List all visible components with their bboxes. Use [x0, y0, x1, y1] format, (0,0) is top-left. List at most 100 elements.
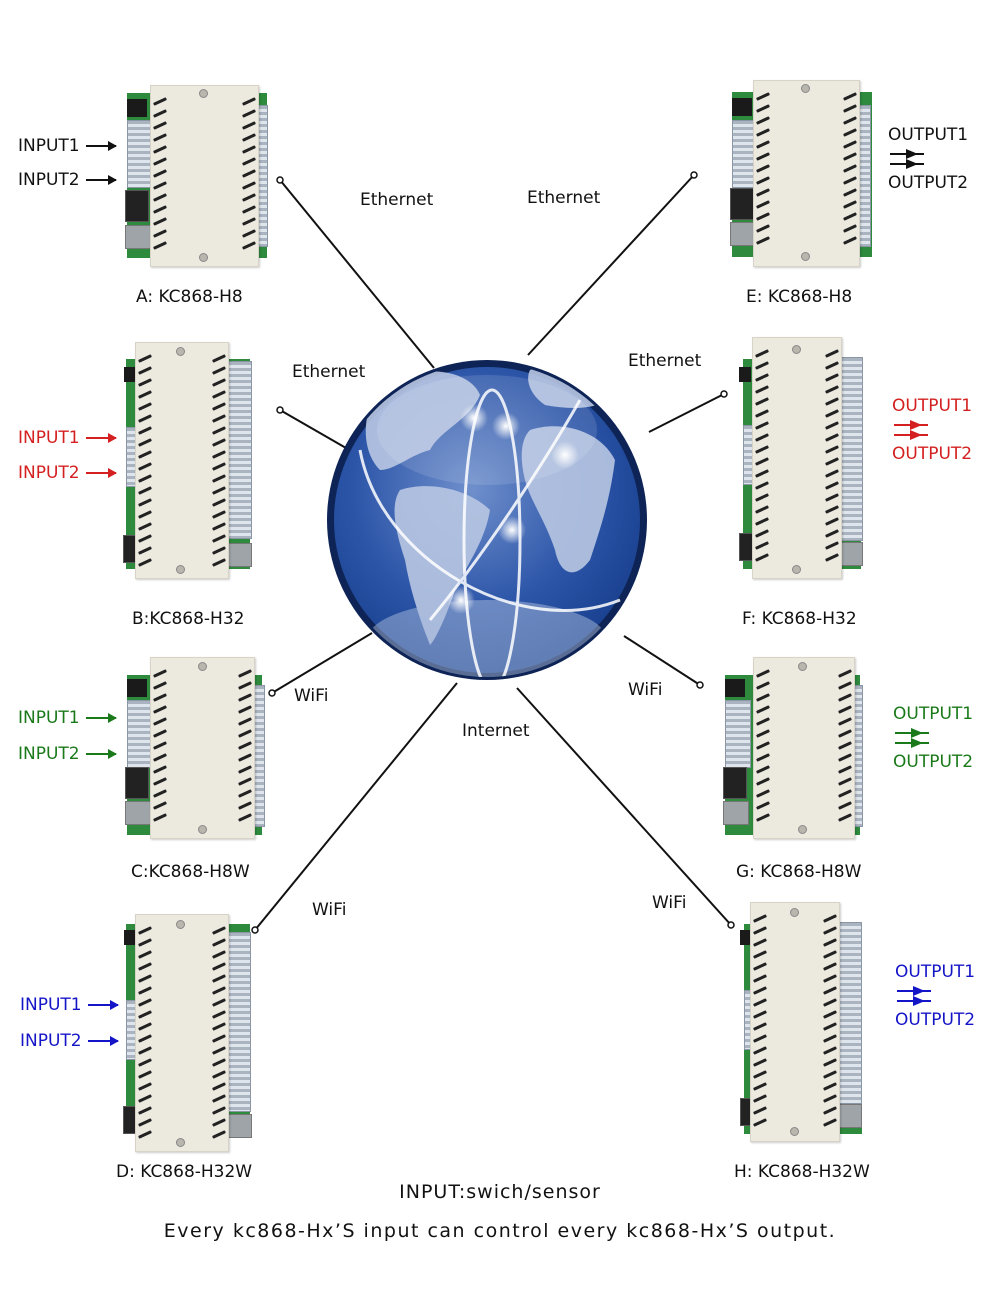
vent-slot [756, 116, 770, 125]
vent-slot [825, 349, 839, 358]
connection-label-H: WiFi [652, 893, 687, 913]
vent-slot [212, 522, 226, 531]
vent-slot [138, 402, 152, 411]
vent-slot [212, 378, 226, 387]
vent-slot [756, 200, 770, 209]
vent-slot [153, 729, 167, 738]
vent-slot [823, 914, 837, 923]
arrow-right-icon [85, 468, 117, 478]
vent-slot [138, 366, 152, 375]
vent-slot [212, 558, 226, 567]
vent-slot [755, 397, 769, 406]
vent-slot [825, 457, 839, 466]
vent-slot [843, 104, 857, 113]
vent-slot [756, 729, 770, 738]
vent-slot [138, 1082, 152, 1091]
vent-slot [753, 962, 767, 971]
vent-slot [753, 1094, 767, 1103]
vent-slot [753, 1106, 767, 1115]
vent-slot [138, 498, 152, 507]
vent-slot [153, 157, 167, 166]
vent-slot [138, 926, 152, 935]
vent-slot [823, 926, 837, 935]
vent-slot [153, 693, 167, 702]
vent-slot [838, 765, 852, 774]
vent-slot [823, 974, 837, 983]
vent-slot [823, 1070, 837, 1079]
vent-slot [756, 741, 770, 750]
vent-slot [755, 457, 769, 466]
vent-slot [238, 705, 252, 714]
vent-slot [212, 1034, 226, 1043]
device-A [120, 85, 270, 267]
vent-slot [838, 789, 852, 798]
vent-slot [238, 729, 252, 738]
vent-slot [755, 373, 769, 382]
vent-slot [153, 193, 167, 202]
vent-slot [242, 145, 256, 154]
vent-slot [823, 1082, 837, 1091]
vent-slot [755, 481, 769, 490]
arrow-right-icon [85, 141, 117, 151]
input2-label-A: INPUT2 [18, 170, 117, 190]
link-line-D [254, 682, 458, 931]
vent-slot [212, 1046, 226, 1055]
vent-slot [238, 789, 252, 798]
vent-slot [825, 517, 839, 526]
vent-slot [756, 753, 770, 762]
link-endpoint-G [696, 681, 704, 689]
vent-slot [843, 212, 857, 221]
vent-slot [212, 426, 226, 435]
vent-slot [212, 998, 226, 1007]
vent-slot [823, 1010, 837, 1019]
connection-label-G: WiFi [628, 680, 663, 700]
device-label-A: A: KC868-H8 [136, 287, 243, 307]
vent-slot [755, 505, 769, 514]
vent-slot [825, 385, 839, 394]
vent-slot [212, 962, 226, 971]
vent-slot [823, 1118, 837, 1127]
vent-slot [138, 510, 152, 519]
arrow-right-icon [897, 986, 931, 996]
output1-label-F: OUTPUT1 [892, 396, 973, 416]
vent-slot [212, 354, 226, 363]
arrow-right-icon [895, 728, 929, 738]
vent-slot [238, 777, 252, 786]
vent-slot [242, 97, 256, 106]
link-endpoint-F [720, 390, 728, 398]
vent-slot [138, 1106, 152, 1115]
vent-slot [756, 717, 770, 726]
vent-slot [153, 145, 167, 154]
device-label-F: F: KC868-H32 [742, 609, 857, 629]
vent-slot [753, 926, 767, 935]
vent-slot [753, 914, 767, 923]
input1-label-D: INPUT1 [20, 995, 119, 1015]
vent-slot [756, 212, 770, 221]
vent-slot [755, 517, 769, 526]
vent-slot [823, 1094, 837, 1103]
vent-slot [823, 1034, 837, 1043]
device-G [718, 655, 863, 840]
vent-slot [753, 1022, 767, 1031]
vent-slot [153, 669, 167, 678]
vent-slot [212, 462, 226, 471]
vent-slot [238, 717, 252, 726]
vent-slot [823, 950, 837, 959]
vent-slot [755, 409, 769, 418]
vent-slot [753, 974, 767, 983]
vent-slot [138, 950, 152, 959]
vent-slot [138, 938, 152, 947]
output2-label-F: OUTPUT2 [892, 444, 973, 464]
vent-slot [212, 366, 226, 375]
vent-slot [238, 813, 252, 822]
vent-slot [825, 445, 839, 454]
vent-slot [823, 1022, 837, 1031]
vent-slot [753, 1058, 767, 1067]
vent-slot [212, 1106, 226, 1115]
arrow-right-icon [87, 1036, 119, 1046]
vent-slot [138, 546, 152, 555]
output2-label-H: OUTPUT2 [895, 1010, 976, 1030]
vent-slot [242, 157, 256, 166]
output2-label-E: OUTPUT2 [888, 173, 969, 193]
